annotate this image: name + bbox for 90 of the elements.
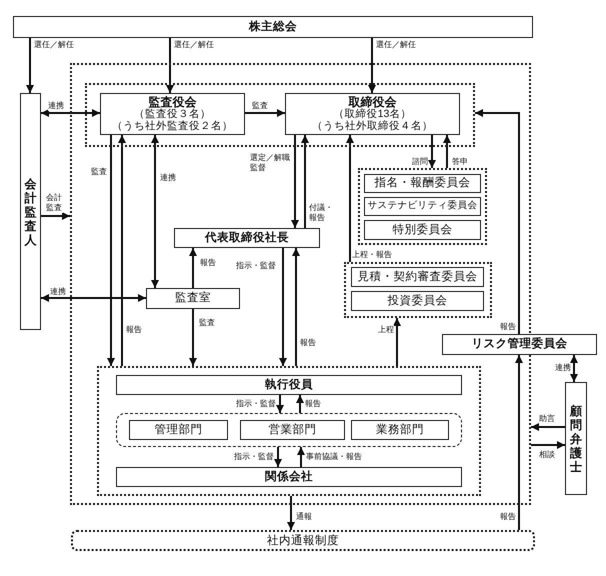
edge-label: 通報 [296, 512, 312, 522]
committee-box: 投資委員会 [351, 291, 484, 311]
group-frame [97, 366, 481, 496]
meeting-box: 株主総会 [13, 16, 533, 38]
officer-box: 執行役員 [116, 375, 462, 395]
arrow [287, 496, 295, 530]
box-heading: 監査役会 [148, 96, 196, 109]
arrow [279, 248, 287, 366]
president-box: 代表取締役社長 [174, 228, 320, 248]
audit-office-box: 監査室 [146, 288, 240, 309]
arrow [296, 395, 304, 413]
auditor-box: 会計監査人 [20, 93, 41, 330]
arrow [107, 135, 115, 366]
department-box: 業務部門 [351, 420, 449, 440]
edge-label: 選任／解任 [376, 40, 416, 50]
edge-label: 事前協議・報告 [306, 452, 362, 462]
reporting-system-box: 社内通報制度 [71, 530, 535, 551]
edge-label: 選定／解職監督 [250, 153, 292, 173]
arrow [297, 447, 305, 467]
arrow [346, 135, 354, 262]
committee-box: 指名・報酬委員会 [364, 174, 481, 193]
department-box: 管理部門 [129, 420, 228, 440]
edge-label: 指示・監督 [236, 399, 276, 409]
arrow [166, 38, 174, 93]
group-frame [358, 168, 487, 245]
arrow [41, 294, 146, 302]
committee-box: 見積・契約審査委員会 [351, 267, 484, 287]
edge-label: 選任／解任 [174, 40, 214, 50]
arrow [515, 355, 523, 530]
arrow [41, 109, 100, 117]
edge-label: 監査 [199, 318, 215, 328]
edge-label: 上程 [378, 325, 394, 335]
edge-label: 指示・監督 [236, 261, 276, 271]
edge-label: 報告 [500, 322, 516, 332]
arrow [475, 109, 520, 334]
committee-box: サステナビリティ委員会 [364, 197, 481, 216]
member-note: （うち社外監査役２名） [112, 120, 233, 132]
arrow [276, 395, 284, 413]
board-box [285, 93, 460, 135]
edge-label: 上程・報告 [352, 250, 392, 260]
member-note: （監査役３名） [134, 109, 211, 120]
board-box [100, 93, 245, 135]
lawyer-box: 顧問弁護士 [565, 382, 587, 495]
group-frame [116, 413, 462, 447]
member-note: （うち社外取締役４名） [312, 120, 433, 132]
edge-label: 会計監査 [46, 193, 63, 213]
edge-label: 報告 [500, 512, 516, 522]
department-box: 営業部門 [240, 420, 345, 440]
arrow [393, 318, 401, 366]
affiliate-box: 関係会社 [116, 467, 462, 487]
group-frame [85, 83, 475, 147]
arrow [274, 447, 282, 467]
edge-label: 連携 [48, 101, 64, 111]
arrow [151, 135, 159, 288]
arrow [118, 135, 126, 366]
committee-box: 特別委員会 [364, 220, 481, 240]
arrow [189, 309, 197, 366]
edge-label: 報告 [300, 338, 316, 348]
arrow [531, 423, 565, 431]
arrow [291, 135, 299, 228]
group-frame [344, 262, 492, 318]
edge-label: 連携 [555, 363, 571, 373]
committee-box: リスク管理委員会 [442, 334, 597, 355]
arrow [189, 248, 197, 288]
edge-label: 監査 [91, 167, 107, 177]
edge-label: 報告 [126, 325, 142, 335]
arrow [368, 38, 376, 93]
edge-label: 選任／解任 [34, 40, 74, 50]
arrow [570, 355, 578, 382]
arrow [292, 248, 300, 366]
edge-label: 答申 [452, 157, 468, 167]
edge-label: 報告 [200, 258, 216, 268]
edge-label: 諮問 [412, 157, 428, 167]
arrow [301, 135, 309, 228]
arrow [443, 135, 451, 168]
edge-label: 監査 [252, 101, 268, 111]
edge-label: 連携 [50, 287, 66, 297]
arrow [26, 38, 34, 93]
member-note: （取締役13名） [334, 109, 412, 120]
edge-label: 相談 [539, 450, 555, 460]
edge-label: 助言 [539, 414, 555, 424]
group-frame [70, 63, 531, 505]
edge-label: 報告 [305, 399, 321, 409]
arrow [531, 441, 565, 449]
arrow [428, 135, 436, 168]
edge-label: 連携 [160, 173, 176, 183]
arrow [245, 109, 285, 117]
arrow [41, 212, 70, 220]
edge-label: 指示・監督 [234, 452, 274, 462]
box-heading: 取締役会 [348, 96, 396, 109]
